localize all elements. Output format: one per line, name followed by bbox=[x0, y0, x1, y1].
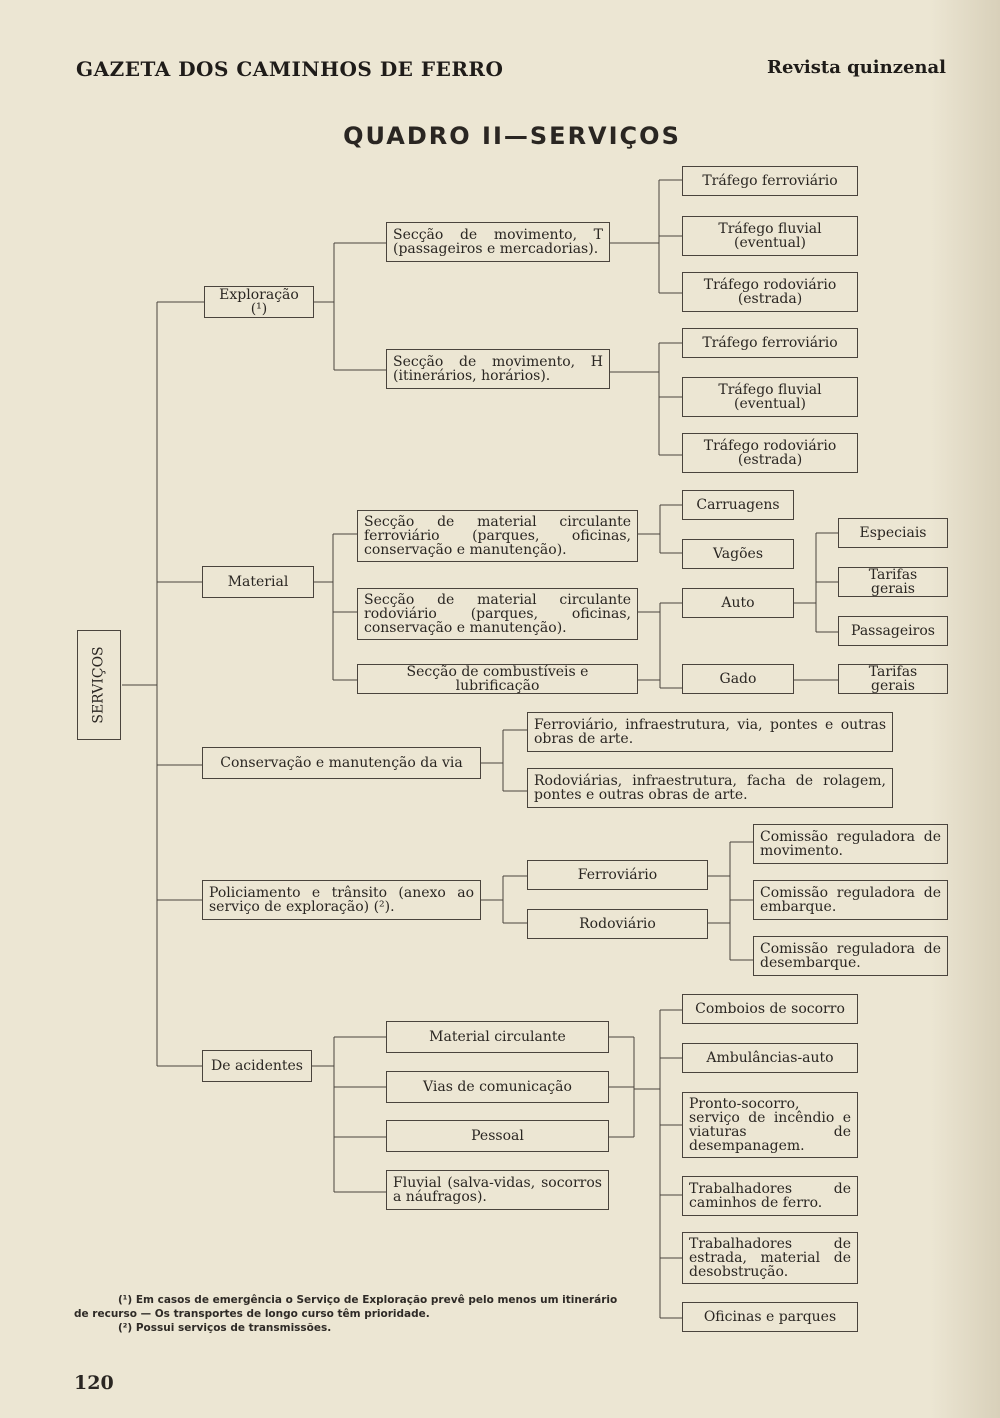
node-policiamento-rodoviario: Rodoviário bbox=[527, 909, 708, 939]
node-tarifas-gerais-auto: Tarifas gerais bbox=[838, 567, 948, 597]
node-seccao-combustiveis: Secção de combustíveis e lubrificação bbox=[357, 664, 638, 694]
footnote-1: (¹) Em casos de emergência o Serviço de … bbox=[74, 1294, 618, 1320]
node-policiamento-transito: Policiamento e trânsito (anexo ao serviç… bbox=[202, 880, 481, 920]
node-h-trafego-fluvial: Tráfego fluvial (eventual) bbox=[682, 377, 858, 417]
node-material: Material bbox=[202, 566, 314, 598]
node-h-trafego-ferroviario: Tráfego ferroviário bbox=[682, 328, 858, 358]
node-comboios-socorro: Comboios de socorro bbox=[682, 994, 858, 1024]
node-carruagens: Carruagens bbox=[682, 490, 794, 520]
node-conservacao-ferroviario: Ferroviário, infraestrutura, via, pontes… bbox=[527, 712, 893, 752]
root-node-servicos: SERVIÇOS bbox=[77, 630, 121, 740]
page-number: 120 bbox=[74, 1372, 114, 1394]
node-acidentes-fluvial: Fluvial (salva-vidas, socorros a náufrag… bbox=[386, 1170, 609, 1210]
node-acidentes-vias-comunicacao: Vias de comunicação bbox=[386, 1071, 609, 1103]
node-policiamento-ferroviario: Ferroviário bbox=[527, 860, 708, 890]
node-t-trafego-rodoviario: Tráfego rodoviário (estrada) bbox=[682, 272, 858, 312]
node-t-trafego-fluvial: Tráfego fluvial (eventual) bbox=[682, 216, 858, 256]
node-oficinas-parques: Oficinas e parques bbox=[682, 1302, 858, 1332]
journal-title: GAZETA DOS CAMINHOS DE FERRO bbox=[76, 57, 504, 81]
node-vagoes: Vagões bbox=[682, 539, 794, 569]
page-curl-shadow bbox=[930, 0, 1000, 1418]
node-trabalhadores-caminhos-ferro: Trabalhadores de caminhos de ferro. bbox=[682, 1176, 858, 1216]
node-de-acidentes: De acidentes bbox=[202, 1050, 312, 1082]
node-tarifas-gerais-gado: Tarifas gerais bbox=[838, 664, 948, 694]
chart-title: QUADRO II—SERVIÇOS bbox=[343, 122, 681, 150]
node-comissao-movimento: Comissão reguladora de movimento. bbox=[753, 824, 948, 864]
node-ambulancias-auto: Ambulâncias-auto bbox=[682, 1043, 858, 1073]
node-seccao-material-ferroviario: Secção de material circulante ferroviári… bbox=[357, 510, 638, 562]
node-t-trafego-ferroviario: Tráfego ferroviário bbox=[682, 166, 858, 196]
node-h-trafego-rodoviario: Tráfego rodoviário (estrada) bbox=[682, 433, 858, 473]
node-auto: Auto bbox=[682, 588, 794, 618]
node-comissao-embarque: Comissão reguladora de embarque. bbox=[753, 880, 948, 920]
footnote-2: (²) Possui serviços de transmissões. bbox=[118, 1322, 332, 1334]
node-gado: Gado bbox=[682, 664, 794, 694]
node-conservacao-rodoviarias: Rodoviárias, infraestrutura, facha de ro… bbox=[527, 768, 893, 808]
node-pronto-socorro: Pronto-socorro, serviço de incêndio e vi… bbox=[682, 1092, 858, 1158]
footnotes: (¹) Em casos de emergência o Serviço de … bbox=[74, 1293, 634, 1335]
node-seccao-movimento-t: Secção de movimento, T (passageiros e me… bbox=[386, 222, 610, 262]
journal-subtitle: Revista quinzenal bbox=[767, 57, 946, 78]
node-acidentes-pessoal: Pessoal bbox=[386, 1120, 609, 1152]
node-comissao-desembarque: Comissão reguladora de desembarque. bbox=[753, 936, 948, 976]
node-exploracao: Exploração (¹) bbox=[204, 286, 314, 318]
node-trabalhadores-estrada: Trabalhadores de estrada, material de de… bbox=[682, 1232, 858, 1284]
node-seccao-material-rodoviario: Secção de material circulante rodoviário… bbox=[357, 588, 638, 640]
node-seccao-movimento-h: Secção de movimento, H (itinerários, hor… bbox=[386, 349, 610, 389]
node-passageiros: Passageiros bbox=[838, 616, 948, 646]
node-conservacao-via: Conservação e manutenção da via bbox=[202, 747, 481, 779]
root-label: SERVIÇOS bbox=[91, 646, 107, 724]
node-acidentes-material-circulante: Material circulante bbox=[386, 1021, 609, 1053]
node-especiais: Especiais bbox=[838, 518, 948, 548]
